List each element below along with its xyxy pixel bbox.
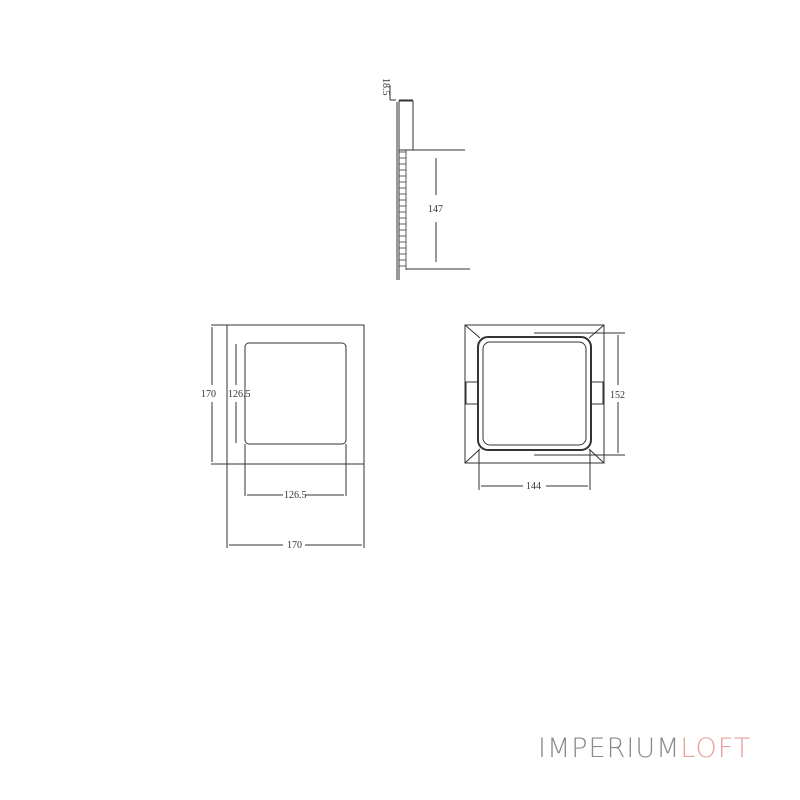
brand-part2: LOFT xyxy=(680,733,752,764)
side-height-label: 147 xyxy=(428,204,443,215)
side-depth-label: 18.5 xyxy=(380,78,391,96)
front-outer-width-label: 170 xyxy=(287,540,302,551)
back-view xyxy=(464,324,625,490)
front-inner-width-label: 126.5 xyxy=(284,490,307,501)
back-height-label: 152 xyxy=(610,390,625,401)
back-width-label: 144 xyxy=(526,481,541,492)
brand-part1: IMPERIUM xyxy=(538,733,681,764)
front-view xyxy=(211,324,365,548)
brand-logo: IMPERIUMLOFT xyxy=(538,733,751,764)
side-view xyxy=(389,85,470,280)
front-inner-height-label: 126.5 xyxy=(228,389,251,400)
front-outer-height-label: 170 xyxy=(201,389,216,400)
